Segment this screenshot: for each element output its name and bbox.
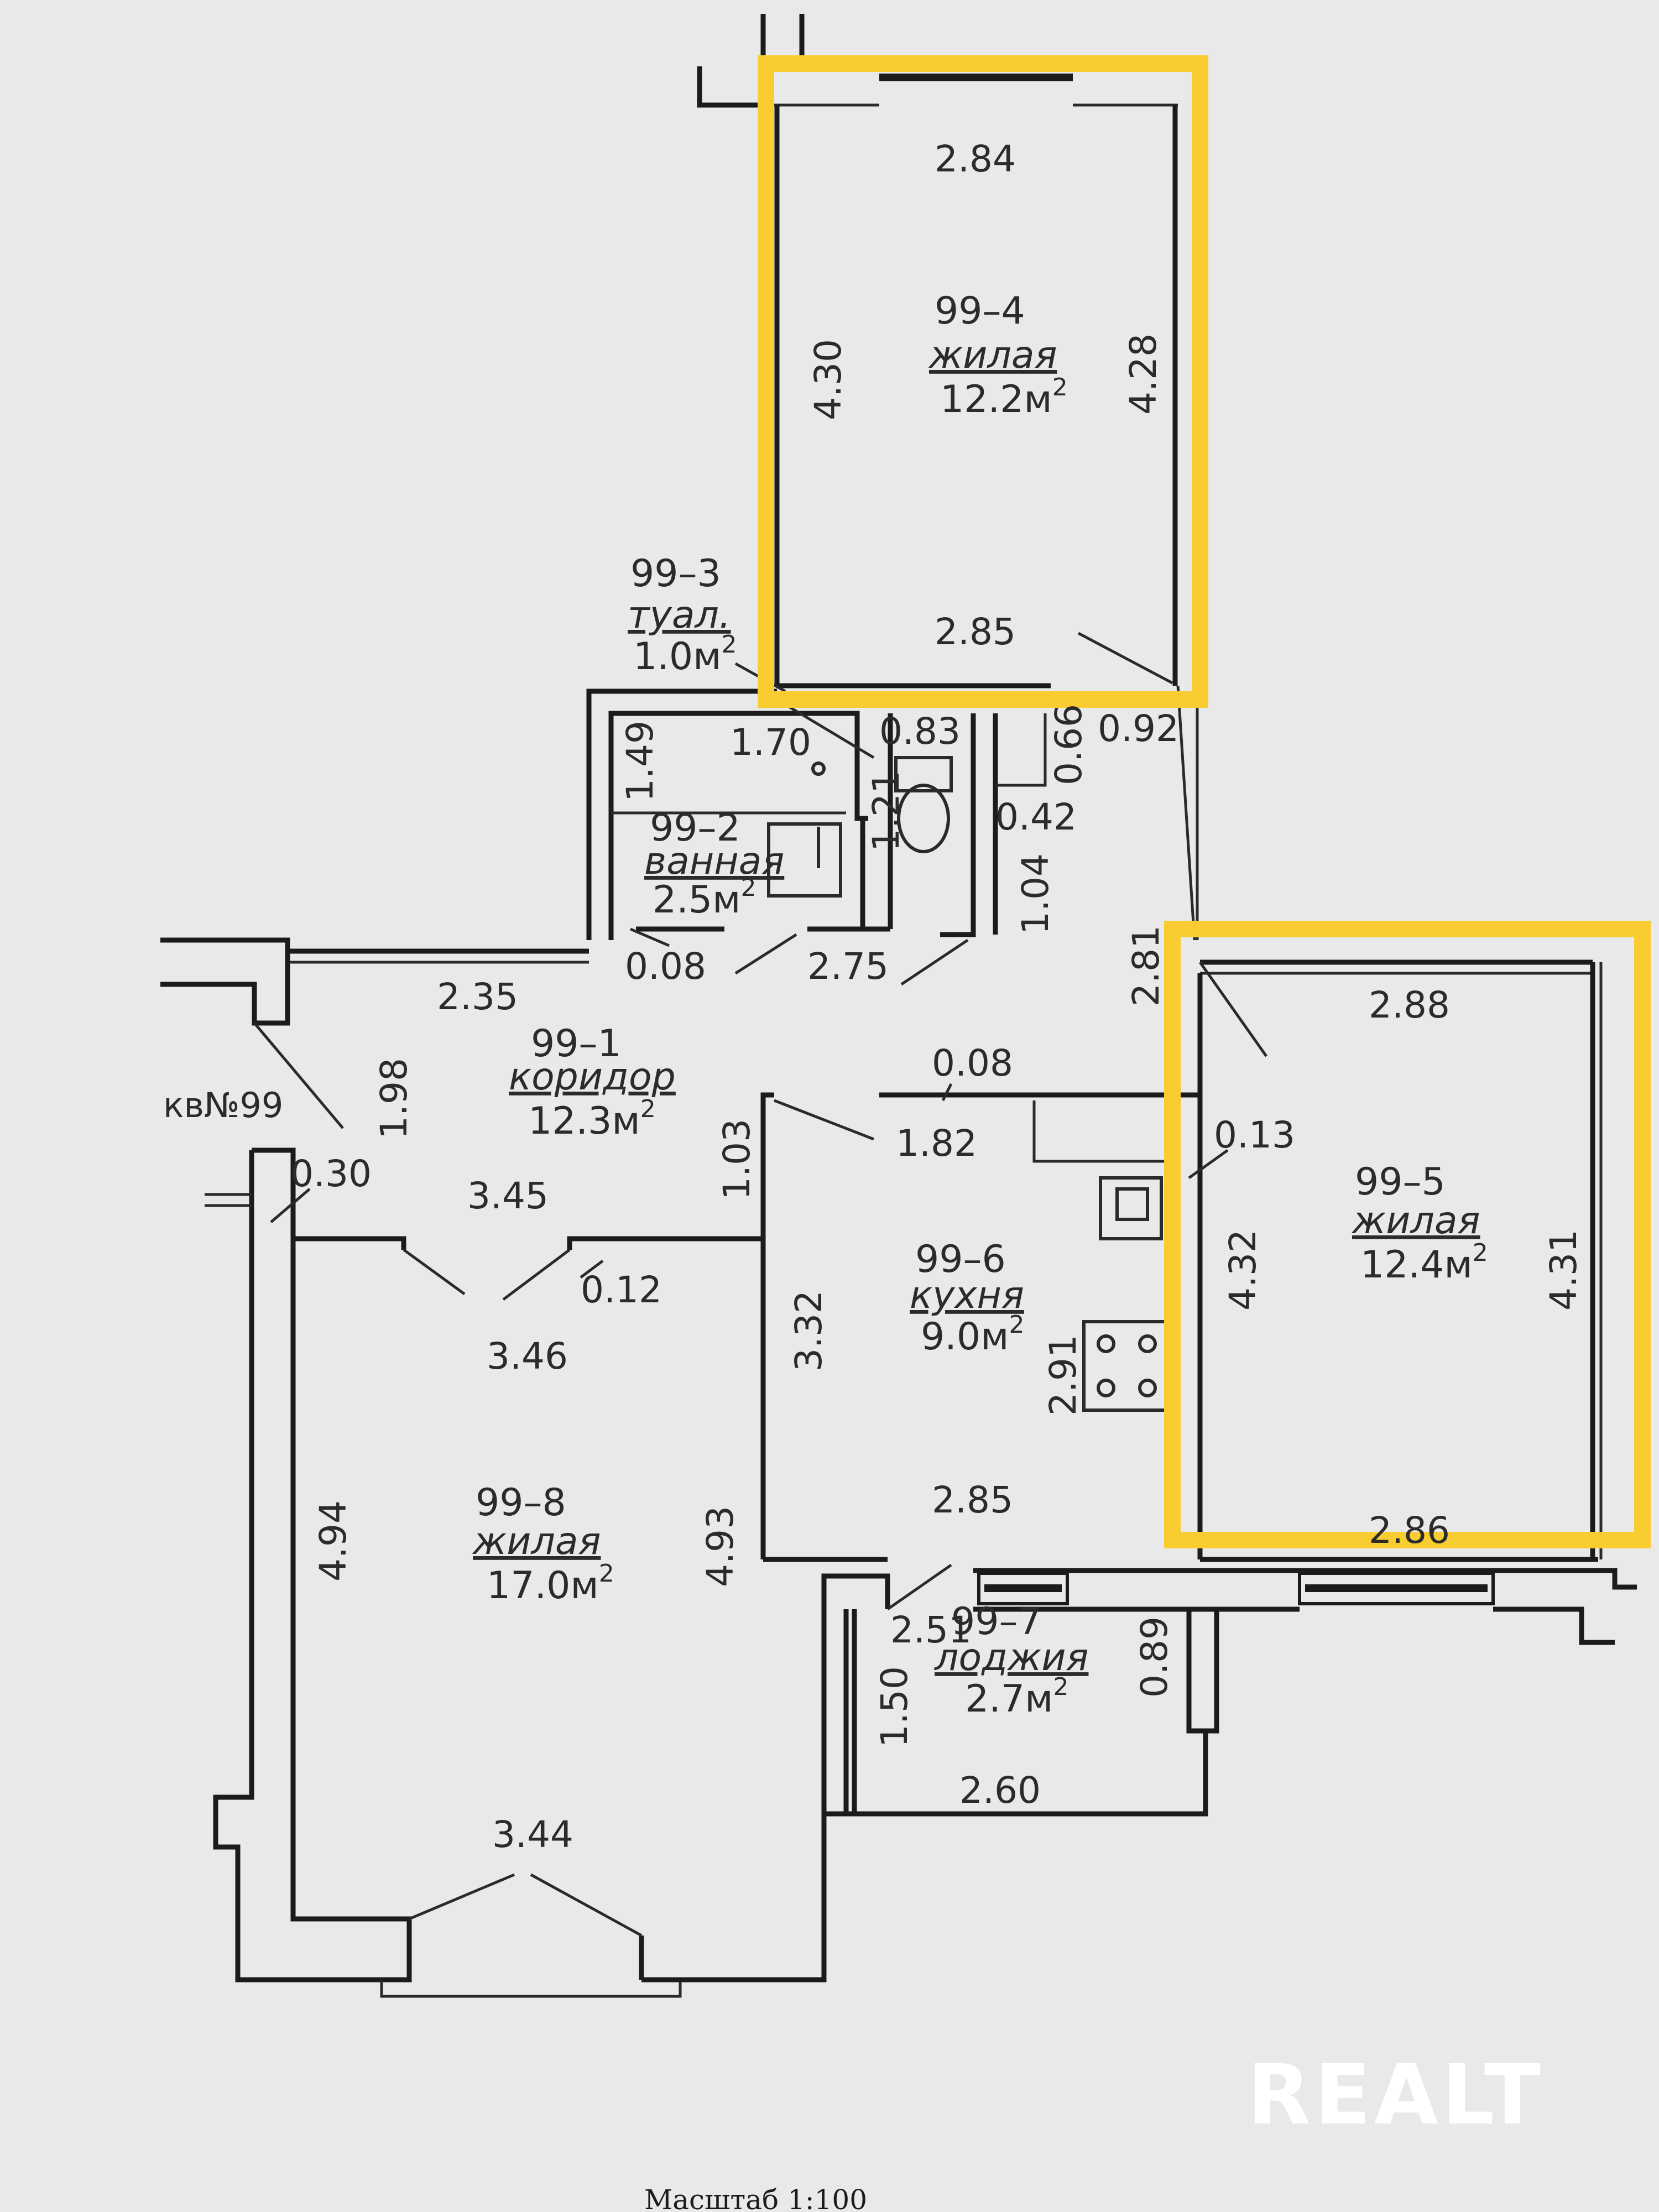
scale-label: Масштаб 1:100: [644, 2184, 867, 2212]
door-swings: [253, 632, 1268, 1937]
room-99-6-name: кухня: [910, 1274, 1024, 1317]
dim-4-94: 4.94: [312, 1500, 354, 1582]
dim-1-21: 1.21: [865, 770, 907, 852]
highlight-room-99-4: [758, 55, 1208, 708]
room-99-8-area: 17.0м2: [487, 1559, 614, 1608]
dim-0-30: 0.30: [290, 1152, 372, 1195]
room-99-4-area: 12.2м2: [940, 373, 1068, 421]
dim-1-82: 1.82: [896, 1122, 977, 1165]
dim-3-44: 3.44: [492, 1813, 573, 1856]
room-99-8-id: 99–8: [476, 1481, 566, 1525]
dim-0-08-kitchen: 0.08: [932, 1042, 1013, 1084]
room-99-2-area: 2.5м2: [653, 874, 756, 922]
room-99-4-id: 99–4: [935, 289, 1025, 333]
dim-4-93: 4.93: [699, 1506, 742, 1587]
dim-1-50: 1.50: [873, 1666, 916, 1747]
dim-1-70: 1.70: [730, 721, 811, 764]
dim-0-12: 0.12: [581, 1269, 662, 1311]
dim-2-86: 2.86: [1369, 1509, 1450, 1552]
apartment-label: кв№99: [163, 1085, 283, 1125]
room-99-6-id: 99–6: [915, 1238, 1006, 1281]
dim-0-42: 0.42: [995, 796, 1077, 838]
room-99-2-name: ванная: [644, 839, 784, 883]
dim-1-04: 1.04: [1014, 853, 1057, 935]
room-99-8-name: жилая: [472, 1520, 601, 1563]
dimensions: 2.84 4.30 4.28 2.85 1.70 0.83 0.66 0.92 …: [290, 138, 1585, 1856]
room-99-5-area: 12.4м2: [1360, 1239, 1488, 1287]
realt-watermark: REALT: [1247, 2047, 1544, 2143]
room-99-7-area: 2.7м2: [965, 1673, 1068, 1721]
room-99-6-area: 9.0м2: [921, 1311, 1024, 1359]
room-99-4-name: жилая: [928, 333, 1057, 377]
windows: [879, 74, 1495, 1605]
dim-4-31: 4.31: [1542, 1229, 1585, 1311]
dim-0-89: 0.89: [1133, 1616, 1176, 1698]
dim-3-32: 3.32: [787, 1290, 830, 1371]
dim-2-85-top: 2.85: [935, 611, 1016, 653]
room-99-1-id: 99–1: [531, 1022, 622, 1066]
dim-2-84: 2.84: [935, 138, 1016, 180]
room-labels: 99–4 жилая 12.2м2 99–3 туал. 1.0м2 99–2 …: [163, 289, 1488, 1721]
dim-2-91: 2.91: [1042, 1334, 1084, 1416]
dim-2-75: 2.75: [807, 945, 889, 988]
dim-4-28: 4.28: [1122, 333, 1165, 415]
dim-0-08-bath: 0.08: [625, 945, 706, 988]
dim-2-35: 2.35: [437, 975, 518, 1018]
dim-4-30: 4.30: [807, 339, 849, 420]
dim-2-88: 2.88: [1369, 984, 1450, 1026]
dim-2-60: 2.60: [959, 1769, 1041, 1812]
highlights: [758, 55, 1651, 1548]
walls: [160, 14, 1637, 1998]
room-99-5-id: 99–5: [1355, 1160, 1446, 1204]
dim-2-85-kitchen: 2.85: [932, 1479, 1013, 1521]
room-99-3-area: 1.0м2: [633, 630, 737, 679]
dim-1-49: 1.49: [619, 721, 661, 802]
room-99-7-id: 99–7: [951, 1600, 1042, 1644]
dim-3-45: 3.45: [467, 1175, 549, 1217]
room-99-5-name: жилая: [1351, 1199, 1480, 1243]
room-99-2-id: 99–2: [650, 806, 740, 850]
dim-0-66: 0.66: [1047, 704, 1090, 785]
dim-2-51: 2.51: [890, 1609, 972, 1651]
room-99-3-name: туал.: [628, 593, 731, 637]
room-99-7-name: лоджия: [933, 1636, 1088, 1679]
room-99-1-area: 12.3м2: [528, 1095, 656, 1143]
dim-0-13: 0.13: [1214, 1114, 1295, 1156]
highlight-room-99-5: [1164, 921, 1651, 1548]
dim-4-32: 4.32: [1222, 1229, 1264, 1311]
dim-2-81: 2.81: [1125, 925, 1167, 1006]
room-99-3-id: 99–3: [630, 552, 721, 596]
dim-0-92: 0.92: [1098, 707, 1179, 750]
room-99-1-name: коридор: [509, 1055, 676, 1099]
dim-3-46: 3.46: [487, 1335, 568, 1378]
dim-0-83: 0.83: [879, 710, 961, 753]
dim-1-98: 1.98: [373, 1058, 415, 1139]
dim-1-03: 1.03: [716, 1119, 758, 1200]
